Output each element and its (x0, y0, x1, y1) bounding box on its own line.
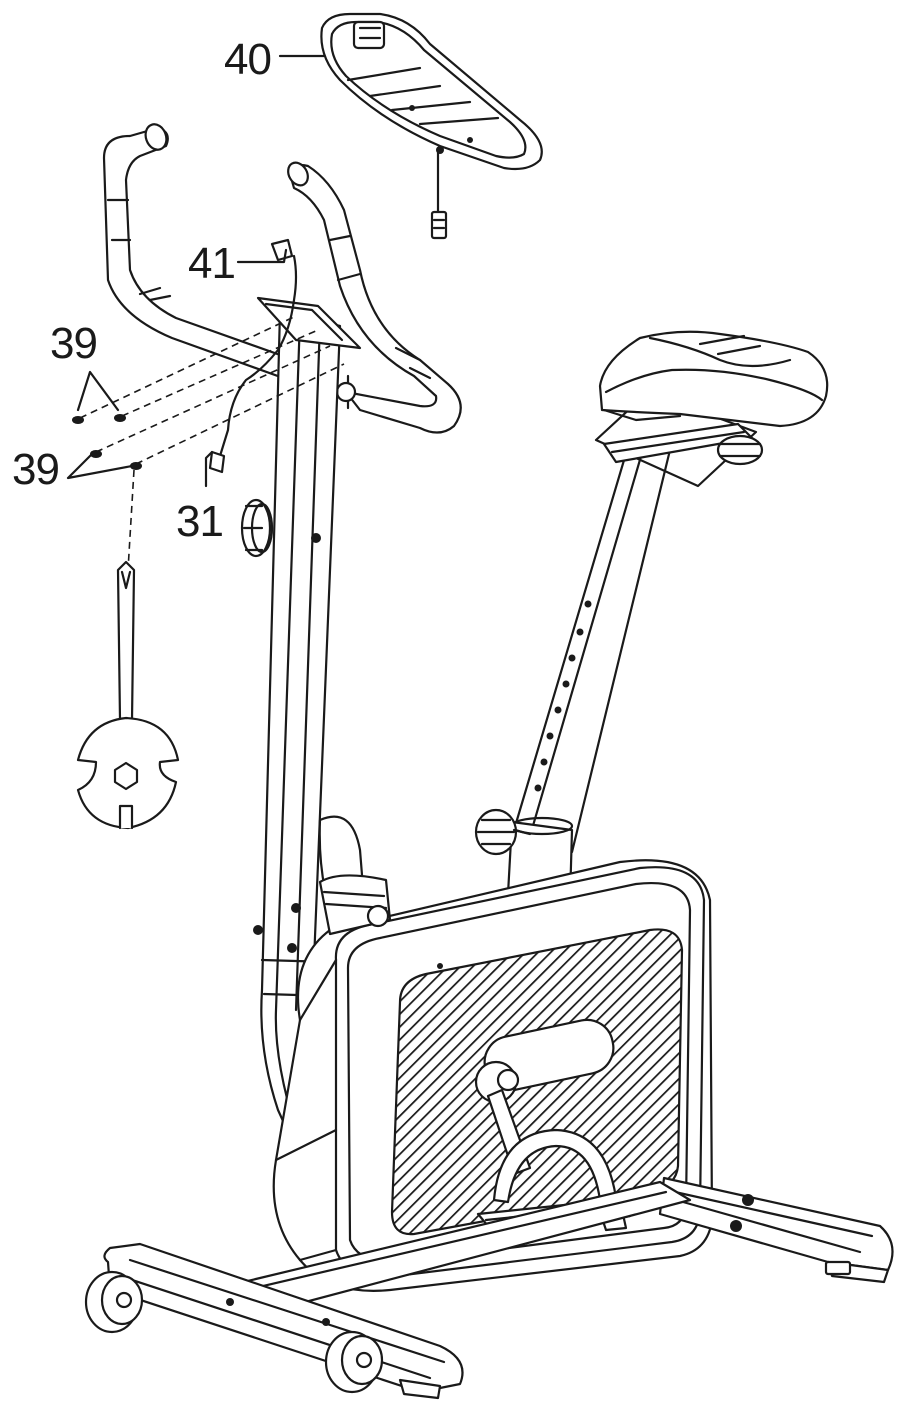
seat-post (474, 390, 764, 902)
belt-area (318, 815, 392, 936)
saddle (598, 330, 829, 428)
handlebar (102, 123, 462, 434)
front-post (240, 296, 362, 1182)
leader-lines (66, 54, 326, 488)
callout-label-31: 31 (176, 497, 224, 546)
callout-label-39-lower: 39 (12, 445, 60, 494)
screws-39 (72, 315, 345, 571)
callout-label-41: 41 (188, 239, 236, 288)
callout-label-40: 40 (224, 35, 272, 84)
callout-label-39-upper: 39 (50, 319, 98, 368)
console-part (320, 12, 543, 240)
cable-31 (208, 238, 298, 474)
base-frame (84, 1176, 894, 1400)
tool (76, 560, 180, 830)
